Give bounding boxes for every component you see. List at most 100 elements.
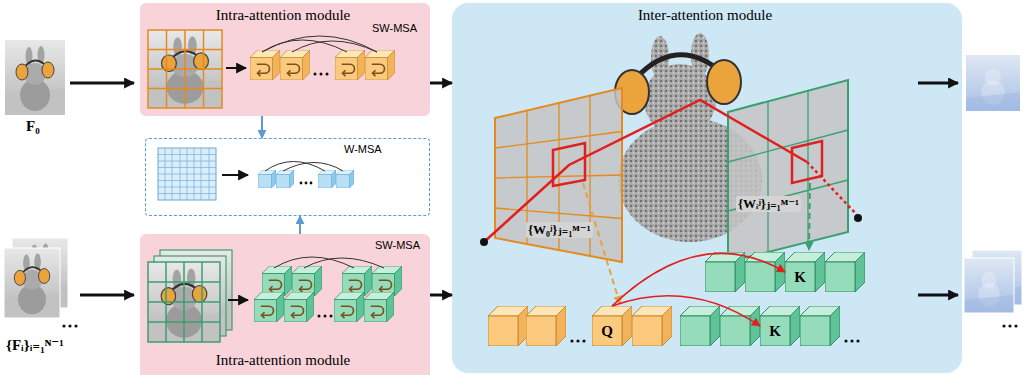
token-letter: Q xyxy=(592,316,622,346)
projection-arrow xyxy=(809,183,810,250)
input-symbol: F₀ xyxy=(26,117,40,135)
figure-circle xyxy=(305,182,308,185)
epipolar-ray xyxy=(480,100,862,246)
figure-path xyxy=(262,36,377,52)
figure-line xyxy=(70,82,134,85)
figure-part xyxy=(488,306,528,346)
window-symbol: {W₀ʲ}ⱼ₌₁ᴹ⁻¹ xyxy=(526,222,593,238)
figure-line xyxy=(807,162,858,216)
cube-shape xyxy=(760,306,800,346)
figure-path xyxy=(728,91,848,252)
figure-rect xyxy=(964,258,1014,313)
figure-circle xyxy=(570,339,573,342)
figure-part xyxy=(291,306,304,318)
figure-circle xyxy=(582,339,585,342)
windowed-image xyxy=(148,250,232,342)
figure-circle xyxy=(74,324,77,327)
figure-part xyxy=(720,306,760,346)
key-token: K xyxy=(760,306,800,346)
key-token: K xyxy=(785,252,825,292)
figure-polygon xyxy=(728,80,848,262)
figure-part xyxy=(318,170,336,188)
module-title: Intra-attention module xyxy=(216,351,351,369)
figure-part xyxy=(705,252,745,292)
token-letter: K xyxy=(785,262,815,292)
figure-part xyxy=(284,292,314,322)
token-letter: K xyxy=(760,316,790,346)
figure-part xyxy=(371,306,384,318)
figure-circle xyxy=(854,214,862,222)
figure-part xyxy=(966,55,1020,111)
figure-part xyxy=(299,280,312,292)
figure-part xyxy=(261,306,274,318)
figure-part xyxy=(287,64,300,76)
figure-part xyxy=(4,248,60,318)
attention-label: W-MSA xyxy=(344,143,382,156)
figure-path xyxy=(148,30,222,108)
token-cubes xyxy=(488,252,865,346)
figure-path xyxy=(148,262,220,342)
cube-shape xyxy=(592,306,632,346)
figure-part xyxy=(335,50,365,80)
figure-circle xyxy=(324,315,327,318)
figure-path xyxy=(274,257,384,268)
figure-circle xyxy=(320,73,323,76)
connector xyxy=(261,116,263,138)
figure-part xyxy=(148,30,222,108)
token-cubes xyxy=(250,36,395,80)
module-title: Inter-attention module xyxy=(638,6,772,24)
figure-part xyxy=(632,306,672,346)
figure-part xyxy=(349,280,362,292)
figure-part xyxy=(250,50,280,80)
figure-line xyxy=(918,294,958,297)
flow-arrow xyxy=(226,67,246,69)
figure-part xyxy=(258,170,276,188)
figure-path xyxy=(158,148,216,200)
figure-circle xyxy=(1008,324,1011,327)
query-token: Q xyxy=(592,306,632,346)
figure-ellipse xyxy=(707,60,741,104)
input-symbol: {Fᵢ}ᵢ₌₁ᴺ⁻¹ xyxy=(6,336,64,354)
token-cubes xyxy=(258,162,354,189)
figure-polygon xyxy=(728,80,848,262)
figure-part xyxy=(364,292,394,322)
figure-part xyxy=(800,306,840,346)
figure-part xyxy=(341,306,354,318)
figure-circle xyxy=(1014,324,1017,327)
flow-arrow xyxy=(222,174,248,176)
figure-part xyxy=(342,64,355,76)
figure-part xyxy=(292,266,322,296)
attention-label: SW-MSA xyxy=(372,22,417,35)
figure-part xyxy=(262,266,292,296)
figure-path xyxy=(265,162,343,172)
figure-part xyxy=(254,292,284,322)
figure-rect xyxy=(148,262,220,342)
attention-label: SW-MSA xyxy=(375,239,420,252)
figure-rect xyxy=(148,30,222,108)
figure-circle xyxy=(856,339,859,342)
connector xyxy=(299,216,301,234)
figure-circle xyxy=(62,324,65,327)
figure-rect xyxy=(158,148,216,200)
figure-part xyxy=(269,280,282,292)
figure-part xyxy=(379,280,392,292)
figure-part xyxy=(5,40,65,115)
figure-part xyxy=(825,252,865,292)
figure-line xyxy=(80,294,134,297)
figure-circle xyxy=(480,238,488,246)
projection-arrow xyxy=(583,183,620,304)
figure-line xyxy=(918,82,958,85)
connector xyxy=(430,82,452,85)
image-plane xyxy=(728,80,848,262)
figure-circle xyxy=(850,339,853,342)
figure-circle xyxy=(68,324,71,327)
figure-part xyxy=(372,266,402,296)
figure-rect xyxy=(4,248,60,318)
figure-part xyxy=(334,292,364,322)
figure-circle xyxy=(318,315,321,318)
output-image xyxy=(964,55,1022,328)
figure-circle xyxy=(314,73,317,76)
